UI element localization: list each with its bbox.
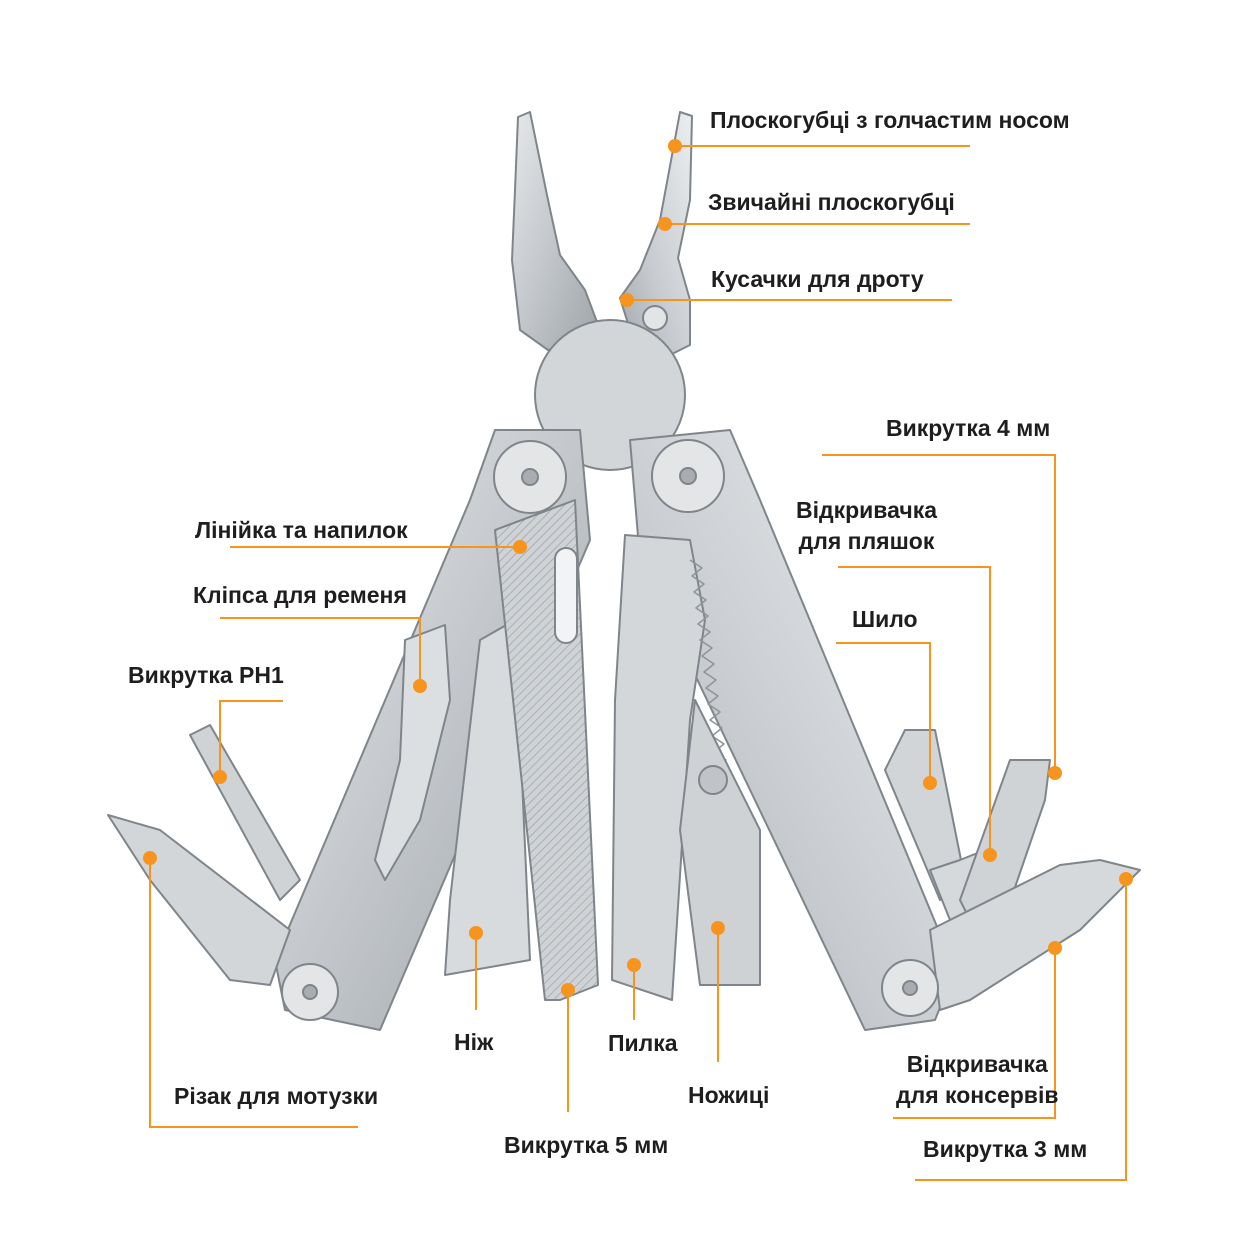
label-rope-cutter: Різак для мотузки [174, 1083, 379, 1109]
dot-rope-cutter [143, 851, 157, 865]
dot-awl [923, 776, 937, 790]
dot-knife [469, 926, 483, 940]
label-knife: Ніж [454, 1029, 494, 1055]
dot-can-opener [1048, 941, 1062, 955]
dot-scissors [711, 921, 725, 935]
label-bottle-opener: Відкривачка для пляшок [796, 497, 937, 555]
label-screwdriver-5mm: Викрутка 5 мм [504, 1132, 669, 1158]
label-screwdriver-4mm: Викрутка 4 мм [886, 415, 1051, 441]
scissors-blades [679, 699, 761, 986]
file-slot [554, 547, 578, 644]
needle-nose-jaw-left [511, 111, 601, 351]
dot-ruler-file [513, 540, 527, 554]
can-opener-tool [929, 859, 1141, 1011]
dot-bottle-opener [983, 848, 997, 862]
multitool-illustration [107, 111, 1141, 1031]
leader-lines [149, 145, 1127, 1181]
label-bottle-opener-line1: Відкривачка [796, 497, 938, 523]
label-regular-pliers: Звичайні плоскогубці [708, 189, 955, 215]
leader-screwdriver-3mm [915, 879, 1127, 1181]
label-needle-pliers: Плоскогубці з голчастим носом [710, 107, 1070, 133]
leader-rope-cutter [149, 858, 358, 1128]
label-scissors: Ножиці [688, 1082, 770, 1108]
dot-ph1 [213, 770, 227, 784]
leader-bottle-opener [838, 566, 991, 855]
label-belt-clip: Кліпса для ременя [193, 582, 407, 608]
dot-screwdriver-5mm [561, 983, 575, 997]
label-can-opener-line2: для консервів [896, 1081, 1059, 1108]
torx-left-bottom [302, 984, 318, 1000]
dot-wire-cutters [620, 293, 634, 307]
label-can-opener-line1: Відкривачка [906, 1051, 1048, 1077]
leader-screwdriver-4mm [822, 454, 1056, 773]
label-saw: Пилка [608, 1030, 678, 1056]
leader-can-opener [893, 948, 1056, 1119]
belt-clip-tool [374, 624, 451, 881]
awl-tool [884, 729, 966, 901]
torx-right-bottom [902, 980, 918, 996]
label-ruler-file: Лінійка та напилок [195, 517, 408, 543]
ph1-screwdriver-tool [189, 724, 301, 901]
dot-belt-clip [413, 679, 427, 693]
label-screwdriver-3mm: Викрутка 3 мм [923, 1136, 1088, 1162]
label-awl: Шило [852, 606, 918, 632]
torx-left-top [521, 468, 539, 486]
label-ph1: Викрутка PH1 [128, 662, 284, 688]
dot-needle-pliers [668, 139, 682, 153]
dot-regular-pliers [658, 217, 672, 231]
label-bottle-opener-line2: для пляшок [798, 527, 935, 554]
dot-saw [627, 958, 641, 972]
scissors-rivet [698, 765, 728, 795]
torx-right-top [679, 467, 697, 485]
label-can-opener: Відкривачка для консервів [896, 1051, 1058, 1109]
saw-blade [611, 534, 706, 1001]
dot-screwdriver-3mm [1119, 872, 1133, 886]
callout-dots [143, 139, 1133, 997]
leader-awl [836, 642, 931, 783]
leader-ph1 [219, 700, 283, 777]
needle-nose-jaw-right [619, 111, 693, 361]
pivot-screw-top [642, 305, 668, 331]
label-wire-cutters: Кусачки для дроту [711, 266, 924, 292]
dot-screwdriver-4mm [1048, 766, 1062, 780]
